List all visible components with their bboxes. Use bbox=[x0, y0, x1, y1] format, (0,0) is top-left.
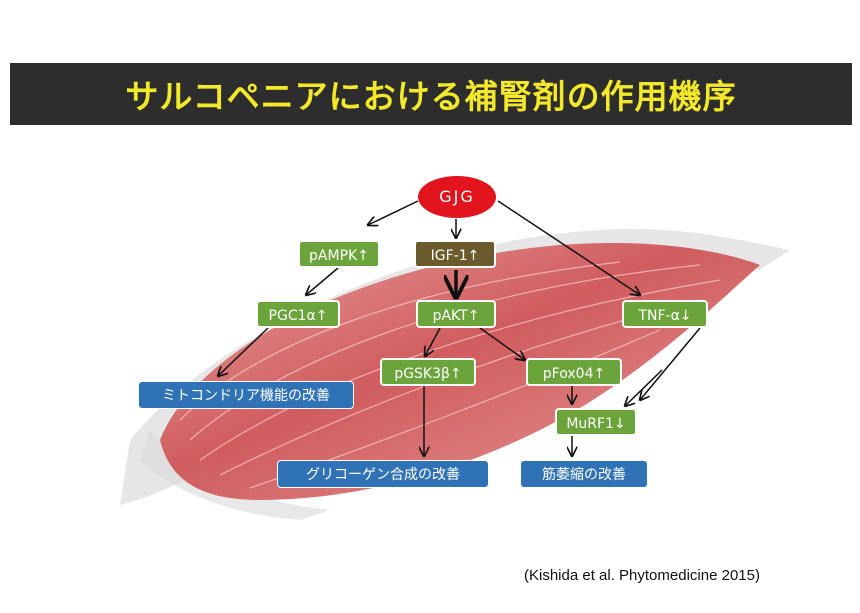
arrow-pakt-pfox04 bbox=[479, 327, 525, 360]
arrow-pampk-pgc1a bbox=[306, 267, 339, 295]
node-pfox04: pFox04↑ bbox=[526, 358, 622, 386]
node-glycogen: グリコーゲン合成の改善 bbox=[277, 460, 489, 488]
arrow-tnfa-murf1-short bbox=[625, 369, 663, 406]
node-mito: ミトコンドリア機能の改善 bbox=[138, 381, 354, 409]
page-title: サルコペニアにおける補腎剤の作用機序 bbox=[125, 77, 737, 116]
node-igf1: IGF-1↑ bbox=[414, 240, 496, 268]
node-pampk: pAMPK↑ bbox=[298, 240, 380, 268]
node-pgsk3b: pGSK3β↑ bbox=[380, 358, 476, 386]
arrow-gjg-pampk bbox=[368, 200, 419, 225]
fascia-shape-lower bbox=[140, 430, 330, 520]
arrow-tnfa-murf1 bbox=[640, 327, 701, 400]
arrow-pakt-pgsk3b bbox=[425, 327, 441, 356]
node-pgc1a: PGC1α↑ bbox=[256, 300, 340, 328]
node-gjg: GJG bbox=[418, 176, 496, 218]
citation: (Kishida et al. Phytomedicine 2015) bbox=[524, 567, 760, 584]
node-murf1: MuRF1↓ bbox=[555, 408, 637, 436]
arrows bbox=[218, 200, 701, 456]
arrow-gjg-tnfa bbox=[497, 200, 640, 295]
node-atrophy: 筋萎縮の改善 bbox=[520, 460, 648, 488]
node-tnfa: TNF-α↓ bbox=[622, 300, 708, 328]
arrow-pgc1a-mito bbox=[218, 327, 269, 376]
node-pakt: pAKT↑ bbox=[416, 300, 496, 328]
title-bar: サルコペニアにおける補腎剤の作用機序 bbox=[10, 63, 852, 125]
